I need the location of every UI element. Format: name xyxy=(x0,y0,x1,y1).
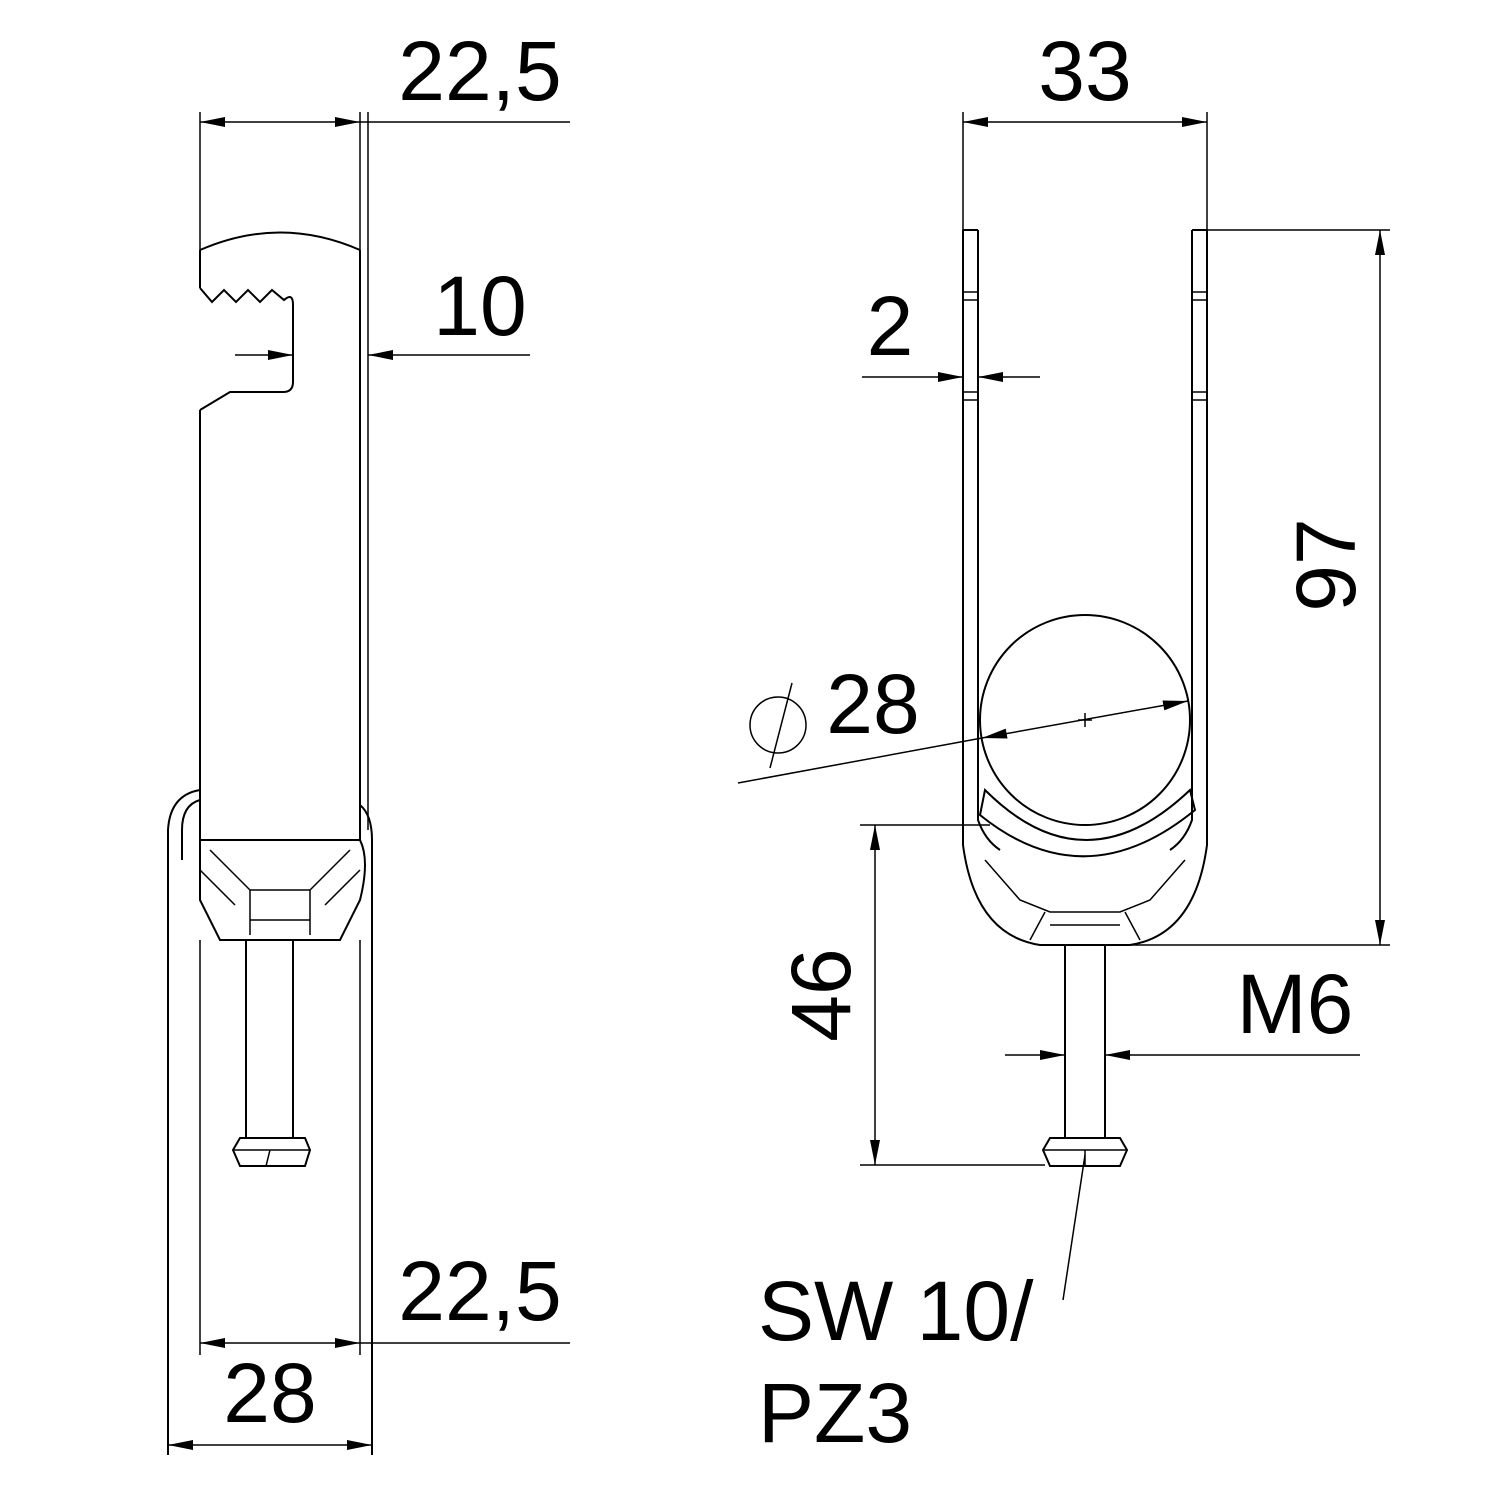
dimension-screw-length: 46 xyxy=(774,824,1045,1166)
screw-side xyxy=(231,940,312,1167)
clip-body-side xyxy=(199,231,361,840)
dimension-slot-depth: 10 xyxy=(235,259,530,360)
saddle-side xyxy=(167,789,373,1455)
drive-label-line1: SW 10/ xyxy=(758,1264,1034,1358)
dimension-label: M6 xyxy=(1237,957,1354,1051)
screw-front xyxy=(1041,945,1129,1167)
front-view: 33 97 2 xyxy=(737,24,1390,1460)
clip-body-front xyxy=(962,229,1208,946)
dimension-label: 22,5 xyxy=(398,1244,562,1338)
dimension-label: 33 xyxy=(1038,24,1131,118)
dimension-thickness: 2 xyxy=(862,279,1040,382)
cable-circle xyxy=(979,614,1191,826)
diameter-icon xyxy=(749,682,807,769)
drive-label-line2: PZ3 xyxy=(758,1366,912,1460)
dimension-label: 22,5 xyxy=(398,24,562,118)
dimension-thread: M6 xyxy=(1005,957,1360,1060)
dimension-bottom-width: 22,5 xyxy=(199,940,570,1355)
dimension-cable-diameter: 28 xyxy=(737,657,1189,784)
dimension-label: 2 xyxy=(867,279,914,373)
dimension-label: 28 xyxy=(223,1346,316,1440)
dimension-label: 46 xyxy=(774,948,868,1041)
side-view: 22,5 10 xyxy=(167,24,570,1455)
dimension-label: 97 xyxy=(1279,518,1373,611)
dimension-outer-width: 33 xyxy=(962,24,1208,230)
dimension-top-width: 22,5 xyxy=(200,24,570,127)
dimension-label: 28 xyxy=(826,657,919,751)
dimension-overall-width: 28 xyxy=(168,1346,372,1450)
dimension-label: 10 xyxy=(433,259,526,353)
drive-callout: SW 10/ PZ3 xyxy=(758,1154,1086,1460)
dimension-height: 97 xyxy=(1130,229,1390,946)
